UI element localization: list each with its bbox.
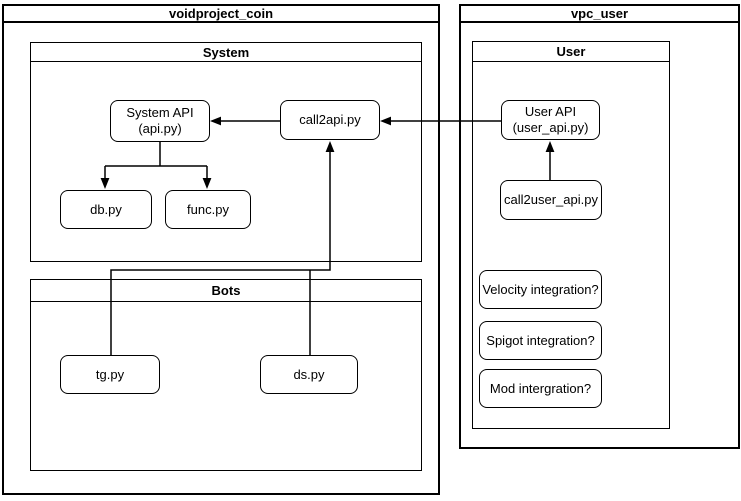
node-system-api-label-line2: (api.py): [138, 121, 182, 136]
node-system-api-label-line1: System API: [126, 105, 194, 120]
node-mod-integration: Mod intergration?: [479, 369, 602, 408]
node-user-api-label-line2: (user_api.py): [512, 120, 589, 135]
node-db: db.py: [60, 190, 152, 229]
node-call2api: call2api.py: [280, 100, 380, 140]
node-tg-label: tg.py: [95, 366, 125, 382]
node-call2user-api: call2user_api.py: [500, 180, 602, 220]
node-call2user-api-label: call2user_api.py: [504, 192, 598, 207]
node-system-api: System API (api.py): [110, 100, 210, 142]
node-call2api-label: call2api.py: [299, 112, 361, 127]
node-func: func.py: [165, 190, 251, 229]
node-velocity-integration: Velocity integration?: [479, 270, 602, 309]
container-title-vpc-user: vpc_user: [461, 6, 738, 23]
node-tg: tg.py: [60, 355, 160, 394]
node-mod-integration-label: Mod intergration?: [489, 380, 592, 396]
node-spigot-integration: Spigot integration?: [479, 321, 602, 360]
node-user-api-label-line1: User API: [524, 104, 577, 119]
node-func-label: func.py: [187, 201, 229, 217]
node-velocity-integration-label: Velocity integration?: [482, 281, 599, 297]
container-system: System: [30, 42, 422, 262]
container-title-system: System: [31, 43, 421, 62]
container-title-bots: Bots: [31, 280, 421, 302]
node-user-api: User API (user_api.py): [501, 100, 600, 140]
node-ds-label: ds.py: [293, 366, 325, 382]
container-title-user: User: [473, 42, 669, 62]
node-db-label: db.py: [90, 201, 122, 217]
node-ds: ds.py: [260, 355, 358, 394]
node-spigot-integration-label: Spigot integration?: [486, 332, 595, 348]
container-title-voidproject-coin: voidproject_coin: [4, 6, 438, 23]
